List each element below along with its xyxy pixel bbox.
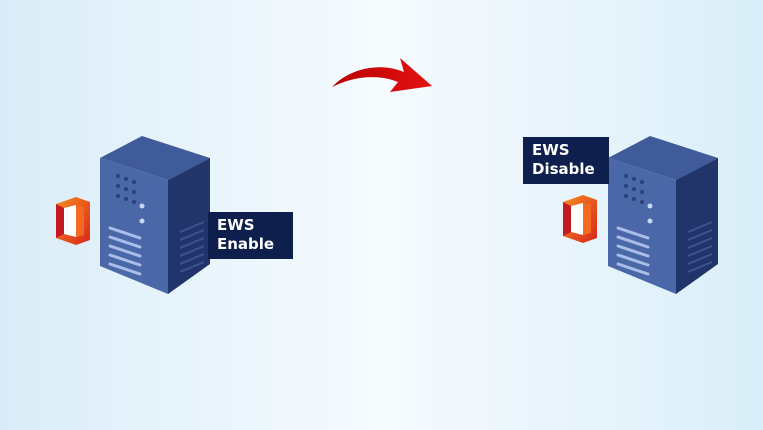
ews-disable-label: EWS Disable [523, 137, 609, 184]
server-rack-icon [608, 136, 718, 294]
curved-arrow-icon [332, 58, 432, 92]
ews-disable-label-line2: Disable [532, 160, 595, 178]
office-logo-icon [56, 197, 90, 245]
ews-enable-label-line2: Enable [217, 235, 275, 253]
ews-enable-label: EWS Enable [208, 212, 293, 259]
ews-disable-label-line1: EWS [532, 141, 570, 159]
server-rack-icon [100, 136, 210, 294]
office-logo-icon [563, 195, 597, 243]
ews-enable-label-line1: EWS [217, 216, 255, 234]
